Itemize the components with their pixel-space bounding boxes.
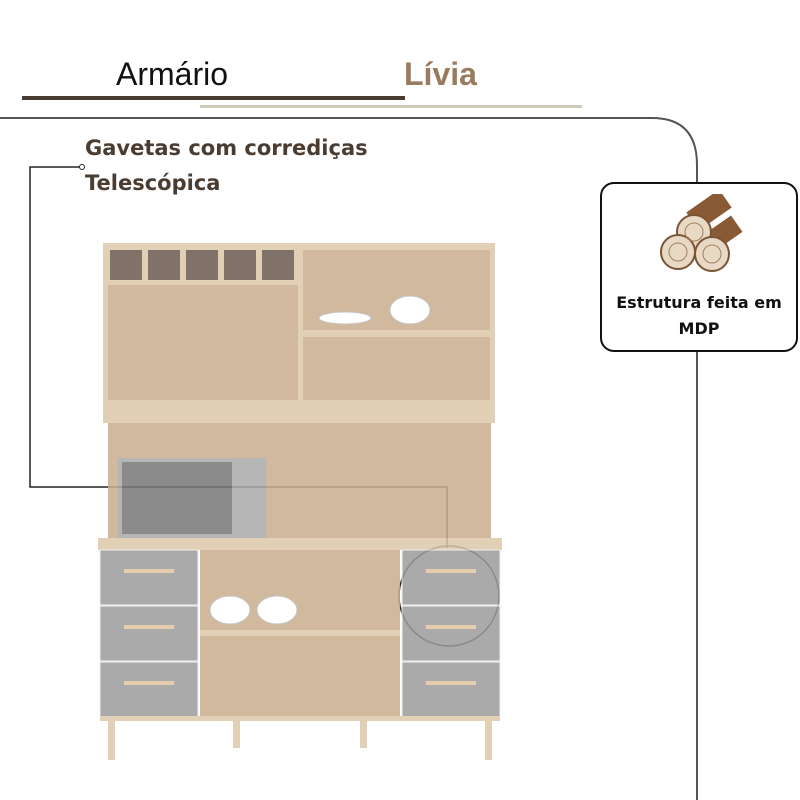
callout-line1: Gavetas com corrediças [85,136,368,160]
title-armario: Armário [116,56,229,92]
badge-text: Estrutura feita em MDP [616,293,782,338]
title-livia: Lívia [404,56,477,92]
title-underline-light [200,105,582,108]
callout-line2: Telescópica [85,171,221,195]
mdp-badge: Estrutura feita em MDP [600,182,798,352]
drawers [99,549,501,718]
wood-logs-icon [660,194,743,272]
title-underline-dark [22,96,405,100]
